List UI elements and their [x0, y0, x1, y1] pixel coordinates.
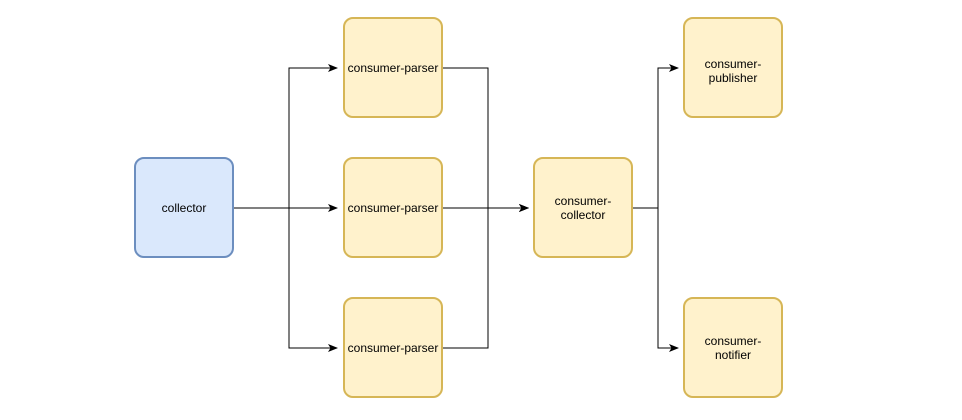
consumer-publisher-node[interactable]: consumer- publisher [683, 17, 783, 118]
consumer-parser-label-1: consumer-parser [345, 60, 441, 75]
edge-parser-3-to-consumer-collector [443, 204, 529, 349]
consumer-parser-label-3: consumer-parser [345, 340, 441, 355]
collector-label: collector [161, 200, 207, 215]
consumer-collector-label: consumer- collector [554, 193, 612, 222]
edge-consumer-collector-to-publisher [633, 64, 679, 209]
consumer-notifier-label: consumer-notifier [685, 333, 781, 362]
edge-collector-to-parser-3 [234, 207, 338, 352]
consumer-notifier-node[interactable]: consumer-notifier [683, 297, 783, 398]
edge-parser-1-to-consumer-collector [443, 67, 529, 212]
collector-node[interactable]: collector [134, 157, 234, 258]
consumer-collector-node[interactable]: consumer- collector [533, 157, 633, 258]
edge-collector-to-parser-1 [234, 64, 338, 209]
consumer-parser-label-2: consumer-parser [345, 200, 441, 215]
consumer-parser-node-2[interactable]: consumer-parser [343, 157, 443, 258]
consumer-parser-node-3[interactable]: consumer-parser [343, 297, 443, 398]
consumer-parser-node-1[interactable]: consumer-parser [343, 17, 443, 118]
consumer-publisher-label: consumer- publisher [704, 57, 762, 85]
edge-consumer-collector-to-notifier [633, 207, 679, 352]
